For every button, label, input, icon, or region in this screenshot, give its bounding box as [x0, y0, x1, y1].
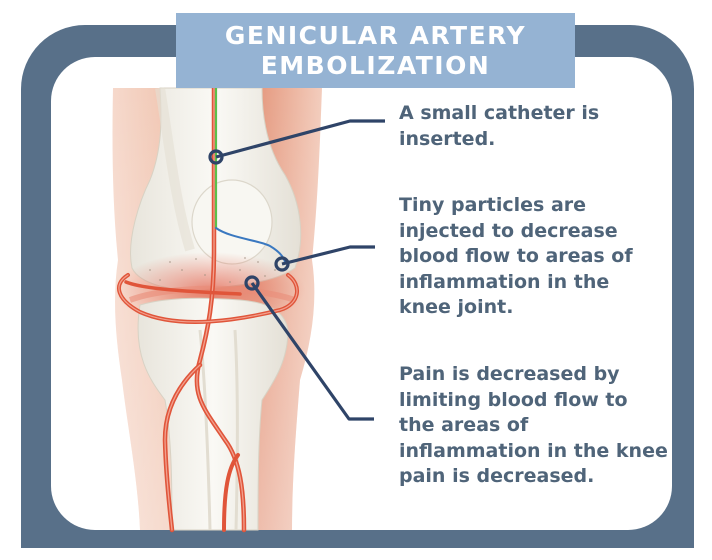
callout-line: pain is decreased. [399, 465, 595, 487]
callout-line: Tiny particles are [399, 194, 587, 216]
callout-line: inserted. [399, 127, 496, 150]
title-line-1: GENICULAR ARTERY [224, 20, 527, 50]
particles [149, 257, 276, 283]
callout-catheter: A small catheter is inserted. [399, 101, 599, 152]
leader-lines [215, 119, 385, 421]
arteries [116, 85, 299, 533]
marker-inflammation-icon [244, 275, 260, 291]
callout-pain: Pain is decreased by limiting blood flow… [399, 362, 668, 490]
callout-line: inflammation in the knee [399, 439, 668, 462]
callout-line: limiting blood flow to [399, 388, 628, 411]
callout-line: Pain is decreased by [399, 363, 620, 385]
callout-line: the areas of [399, 414, 529, 436]
patella [191, 179, 273, 265]
leader-line-catheter [215, 119, 385, 159]
callout-line: A small catheter is [399, 102, 600, 124]
tibia-bone [137, 297, 289, 531]
title-banner: GENICULAR ARTERY EMBOLIZATION [176, 13, 575, 88]
callout-particles: Tiny particles are injected to decrease … [399, 193, 633, 321]
marker-particles-icon [274, 256, 290, 272]
callout-line: inflammation in the [399, 270, 610, 293]
callout-line: knee joint. [399, 296, 514, 318]
marker-catheter-icon [208, 149, 224, 165]
leader-line-particles [281, 245, 375, 266]
title-line-2: EMBOLIZATION [260, 50, 491, 80]
callout-line: injected to decrease [399, 219, 618, 242]
leader-line-pain [250, 282, 374, 421]
callout-line: blood flow to areas of [399, 245, 633, 267]
